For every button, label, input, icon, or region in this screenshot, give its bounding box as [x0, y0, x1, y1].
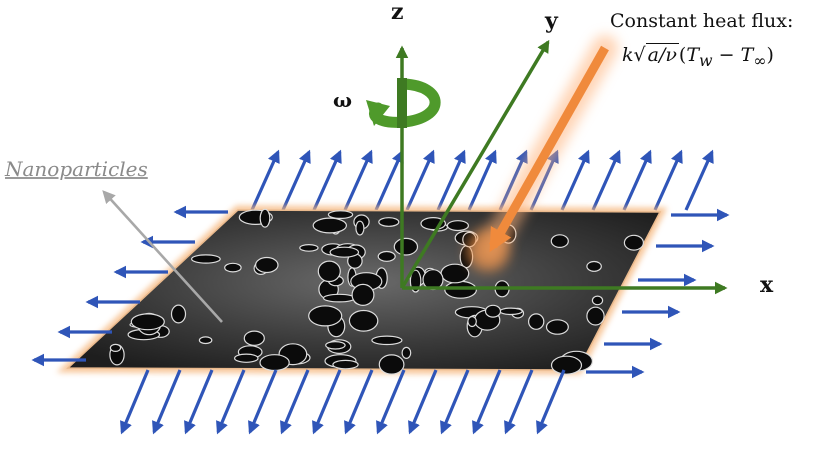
nanoparticle-pointer: [102, 190, 223, 323]
nanoparticle: [234, 353, 259, 363]
formula-k: k: [622, 44, 634, 66]
nanoparticle: [393, 237, 419, 256]
formula-minus: −: [712, 44, 741, 66]
nanoparticle: [446, 220, 469, 232]
x-axis-label: x: [760, 272, 774, 298]
stretch-arrow-top: [467, 149, 497, 211]
nanoparticle: [371, 335, 403, 346]
nanoparticle: [550, 355, 583, 375]
formula-w-sub: w: [699, 50, 713, 70]
stretch-arrow-bottom: [376, 369, 406, 435]
nanoparticle: [198, 336, 213, 345]
z-axis-label: z: [391, 0, 404, 25]
formula-inf-sub: ∞: [753, 50, 767, 70]
nanoparticle: [329, 246, 360, 258]
nanoparticle: [623, 234, 645, 251]
nanoparticle: [586, 306, 605, 326]
nanoparticle: [243, 330, 265, 346]
nanoparticle: [351, 283, 375, 306]
nanoparticle: [259, 208, 271, 228]
nanoparticle: [317, 260, 341, 283]
nanoparticle: [308, 305, 343, 327]
nanoparticle: [528, 313, 545, 330]
nanoparticle: [190, 254, 221, 264]
formula-close: ): [766, 44, 774, 66]
nanoparticle: [322, 293, 356, 303]
nanoparticle: [259, 354, 290, 372]
stretch-arrow-bottom: [152, 369, 182, 435]
stretch-arrow-top: [591, 149, 621, 211]
nanoparticle: [484, 304, 502, 318]
stretch-arrow-top: [343, 149, 373, 211]
stretch-arrow-bottom: [248, 369, 278, 435]
nanoparticle: [325, 340, 346, 350]
stretch-arrow-top: [250, 149, 280, 211]
nanoparticles-label: Nanoparticles: [5, 157, 148, 181]
nanoparticle: [130, 313, 165, 331]
stretch-arrow-top: [405, 149, 435, 211]
nanoparticle: [348, 309, 379, 332]
stretch-arrow-bottom: [120, 369, 150, 435]
stretch-arrow-top: [560, 149, 590, 211]
nanoparticle: [586, 260, 602, 272]
back-stretch-arrows: [250, 149, 714, 211]
rotation-arrow-icon: [366, 78, 441, 128]
nanoparticle: [467, 315, 477, 328]
stretch-arrow-bottom: [280, 369, 310, 435]
nanoparticle: [312, 217, 347, 234]
nanoparticle: [440, 263, 470, 284]
front-stretch-arrows: [31, 205, 730, 435]
stretch-arrow-bottom: [184, 369, 214, 435]
stretching-sheet: [56, 205, 668, 375]
stretch-arrow-top: [684, 149, 714, 211]
stretch-arrow-top: [436, 149, 466, 211]
nanoparticle: [378, 354, 405, 375]
heat-flux-arrow: [466, 35, 618, 272]
nanoparticle: [224, 262, 242, 273]
sqrt-sign: √: [633, 44, 646, 66]
formula-tw: T: [686, 44, 700, 66]
stretch-arrow-bottom: [312, 369, 342, 435]
y-axis: [400, 39, 550, 289]
y-axis-label: y: [545, 8, 558, 34]
nanoparticle: [332, 359, 359, 370]
nanoparticle: [355, 220, 365, 236]
nanoparticle: [299, 243, 319, 252]
stretch-arrow-top: [281, 149, 311, 211]
nanoparticle: [378, 217, 400, 227]
formula-radicand: a/ν: [645, 43, 679, 66]
stretch-arrow-bottom: [344, 369, 374, 435]
stretch-arrow-bottom: [536, 369, 566, 435]
stretch-arrow-bottom: [472, 369, 502, 435]
stretch-arrow-top: [622, 149, 652, 211]
nanoparticle: [254, 256, 279, 274]
omega-label: ω: [333, 88, 353, 112]
stretch-arrow-bottom: [504, 369, 534, 435]
heat-flux-title: Constant heat flux:: [610, 10, 794, 32]
nanoparticle: [170, 304, 187, 324]
stretch-arrow-bottom: [216, 369, 246, 435]
nanoparticle: [401, 346, 412, 359]
nanoparticle: [377, 250, 396, 262]
nanoparticle: [550, 234, 569, 249]
stretch-arrow-top: [312, 149, 342, 211]
stretch-arrow-bottom: [408, 369, 438, 435]
stretch-arrow-bottom: [440, 369, 470, 435]
heat-flux-formula: k√a/ν(Tw − T∞): [622, 43, 774, 70]
stretch-arrow-top: [653, 149, 683, 211]
stretch-arrow-top: [374, 149, 404, 211]
nanoparticle: [327, 210, 354, 220]
nanoparticle: [591, 295, 604, 306]
nanoparticle: [109, 343, 122, 352]
formula-tinf: T: [740, 44, 754, 66]
formula-open: (: [678, 44, 687, 66]
nanoparticle: [545, 319, 569, 335]
nanoparticle: [444, 280, 478, 299]
nanoparticle: [499, 307, 523, 316]
